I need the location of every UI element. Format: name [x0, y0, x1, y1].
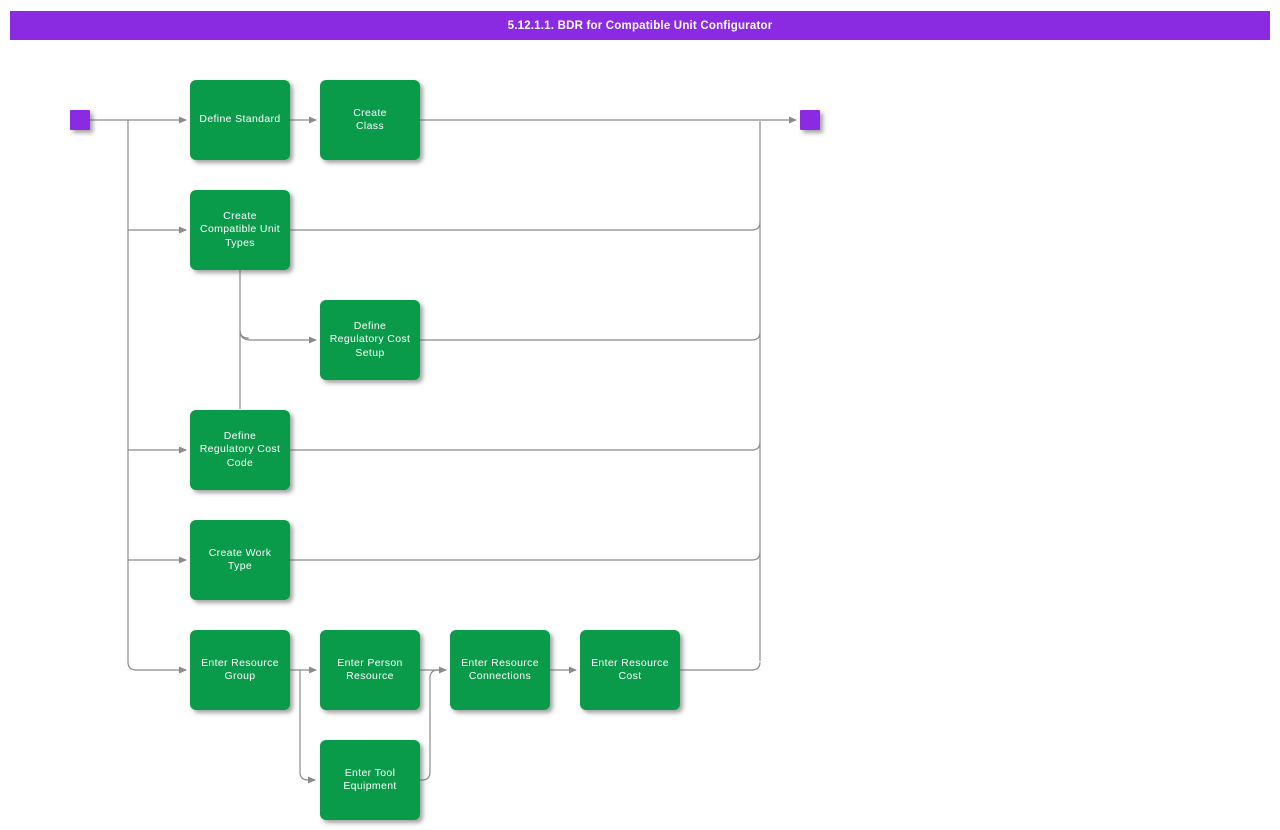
node-label: Define Regulatory Cost Setup: [329, 319, 411, 359]
connector-line: [290, 221, 761, 231]
node-enter-person-resource[interactable]: Enter Person Resource: [320, 630, 420, 710]
node-define-regulatory-cost-code[interactable]: Define Regulatory Cost Code: [190, 410, 290, 490]
connector-line: [420, 331, 761, 341]
node-enter-resource-connections[interactable]: Enter Resource Connections: [450, 630, 550, 710]
node-label: Enter Tool Equipment: [343, 766, 397, 793]
connector-line: [680, 661, 761, 671]
connector-line: [127, 120, 187, 674]
node-enter-resource-group[interactable]: Enter Resource Group: [190, 630, 290, 710]
node-label: Enter Resource Cost: [591, 656, 669, 683]
node-enter-tool-equipment[interactable]: Enter Tool Equipment: [320, 740, 420, 820]
node-enter-resource-cost[interactable]: Enter Resource Cost: [580, 630, 680, 710]
end-terminal-icon: [800, 110, 820, 130]
title-bar: 5.12.1.1. BDR for Compatible Unit Config…: [10, 11, 1270, 40]
node-label: Define Standard: [199, 113, 281, 126]
node-label: Enter Resource Connections: [461, 656, 539, 683]
node-create-compatible-unit-types[interactable]: Create Compatible Unit Types: [190, 190, 290, 270]
connector-line: [299, 670, 316, 784]
node-create-work-type[interactable]: Create Work Type: [190, 520, 290, 600]
node-label: Enter Person Resource: [337, 656, 403, 683]
node-create-class[interactable]: Create Class: [320, 80, 420, 160]
page-title: 5.12.1.1. BDR for Compatible Unit Config…: [507, 19, 773, 32]
node-label: Enter Resource Group: [201, 656, 279, 683]
node-define-regulatory-cost-setup[interactable]: Define Regulatory Cost Setup: [320, 300, 420, 380]
connector-line: [290, 441, 761, 451]
start-terminal-icon: [70, 110, 90, 130]
node-label: Create Work Type: [208, 546, 272, 573]
connector-line: [420, 669, 444, 781]
connector-line: [290, 551, 761, 561]
node-label: Define Regulatory Cost Code: [199, 429, 281, 469]
node-define-standard[interactable]: Define Standard: [190, 80, 290, 160]
node-label: Create Class: [353, 106, 387, 133]
node-label: Create Compatible Unit Types: [200, 209, 280, 249]
connector-line: [239, 329, 316, 340]
